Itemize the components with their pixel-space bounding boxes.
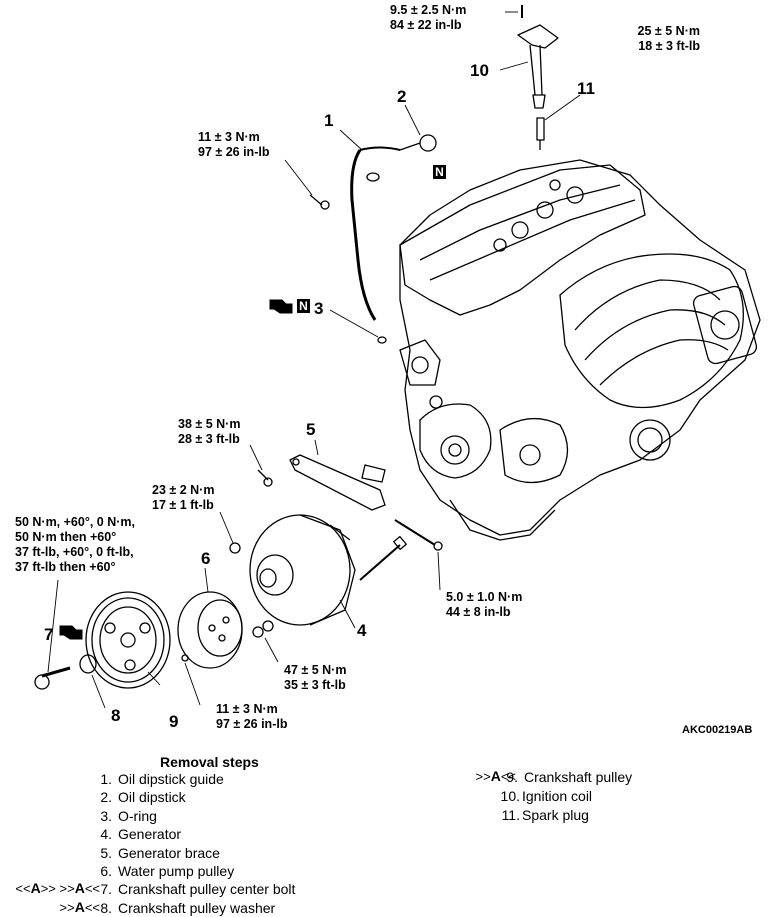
torque-label-water-pump-pulley-bolt: 11 ± 3 N·m 97 ± 26 in-lb <box>216 702 287 732</box>
torque-metric: 11 ± 3 N·m <box>198 130 260 144</box>
callout-2: 2 <box>397 87 407 106</box>
valve-cover <box>399 164 646 316</box>
callout-3: 3 <box>314 299 324 318</box>
removal-steps-title: Removal steps <box>160 754 259 770</box>
generator-brace <box>289 454 386 511</box>
procedure-mark: >>A<< <box>59 899 101 915</box>
torque-metric: 9.5 ± 2.5 N·m <box>390 3 467 17</box>
removal-step: 3.O-ring <box>100 808 157 824</box>
torque-imperial: 17 ± 1 ft-lb <box>152 498 214 512</box>
dipstick <box>399 142 421 151</box>
callout-4: 4 <box>357 621 367 640</box>
torque-imperial: 28 ± 3 ft-lb <box>178 432 240 446</box>
torque-metric: 25 ± 5 N·m <box>637 24 700 38</box>
intake-manifold <box>559 253 744 409</box>
torque-imperial: 97 ± 26 in-lb <box>198 145 270 159</box>
removal-step: 10.Ignition coil <box>500 788 593 804</box>
engine-illustration <box>34 5 761 709</box>
callout-1: 1 <box>324 111 334 130</box>
torque-metric: 38 ± 5 N·m <box>178 417 241 431</box>
callout-5: 5 <box>306 420 316 439</box>
torque-label-generator-bolt: 5.0 ± 1.0 N·m 44 ± 8 in-lb <box>446 590 522 620</box>
torque-line: 50 N·m then +60° <box>15 530 117 544</box>
torque-metric: 47 ± 5 N·m <box>284 663 347 677</box>
callout-8: 8 <box>111 706 121 725</box>
removal-step: 9.Crankshaft pulley <box>506 769 633 785</box>
torque-imperial: 44 ± 8 in-lb <box>446 605 511 619</box>
crankshaft-pulley <box>85 591 171 689</box>
removal-step: 6.Water pump pulley <box>100 863 235 879</box>
engine-block <box>399 159 761 536</box>
torque-imperial: 97 ± 26 in-lb <box>216 717 288 731</box>
callout-11: 11 <box>577 79 595 98</box>
removal-step: 2.Oil dipstick <box>100 789 186 805</box>
torque-label-spark-plug: 25 ± 5 N·m 18 ± 3 ft-lb <box>612 24 700 54</box>
removal-step: 8.Crankshaft pulley washer <box>100 900 276 916</box>
torque-imperial: 35 ± 3 ft-lb <box>284 678 346 692</box>
crankshaft-pulley-center-bolt <box>41 666 71 678</box>
callout-6: 6 <box>201 549 211 568</box>
torque-line: 37 ft-lb then +60° <box>15 560 116 574</box>
removal-step: 4.Generator <box>100 826 182 842</box>
torque-label-center-bolt: 50 N·m, +60°, 0 N·m, 50 N·m then +60° 37… <box>15 515 135 575</box>
callout-7: 7 <box>44 625 54 644</box>
removal-step: 7.Crankshaft pulley center bolt <box>100 881 296 897</box>
torque-metric: 5.0 ± 1.0 N·m <box>446 590 523 604</box>
torque-label-generator-nut: 23 ± 2 N·m 17 ± 1 ft-lb <box>152 483 214 513</box>
removal-step: 1.Oil dipstick guide <box>100 771 224 787</box>
callout-9: 9 <box>169 712 179 731</box>
torque-label-generator-lower-nut: 47 ± 5 N·m 35 ± 3 ft-lb <box>284 663 346 693</box>
figure-code: AKC00219AB <box>682 724 753 736</box>
torque-label-dipstick-guide-bolt: 11 ± 3 N·m 97 ± 26 in-lb <box>198 130 269 160</box>
torque-label-brace-bolt: 38 ± 5 N·m 28 ± 3 ft-lb <box>178 417 240 447</box>
torque-metric: 11 ± 3 N·m <box>216 702 278 716</box>
ignition-coil <box>517 24 559 49</box>
torque-line: 37 ft-lb, +60°, 0 ft-lb, <box>15 545 134 559</box>
new-part-marker: N <box>297 299 310 313</box>
torque-metric: 23 ± 2 N·m <box>152 483 215 497</box>
new-part-marker: N <box>433 165 446 179</box>
spark-plug <box>536 117 545 141</box>
removal-step: 5.Generator brace <box>100 845 220 861</box>
torque-imperial: 84 ± 22 in-lb <box>390 18 462 32</box>
torque-imperial: 18 ± 3 ft-lb <box>638 39 700 53</box>
dipstick-guide <box>350 149 377 321</box>
torque-label-ignition-coil-bolt: 9.5 ± 2.5 N·m 84 ± 22 in-lb <box>390 3 466 33</box>
procedure-mark: >>A<< <box>475 768 517 784</box>
removal-step: 11.Spark plug <box>501 807 589 823</box>
procedure-mark: <<A>> >>A<< <box>15 880 100 896</box>
callout-10: 10 <box>470 61 489 80</box>
torque-line: 50 N·m, +60°, 0 N·m, <box>15 515 135 529</box>
crankshaft-pulley-washer <box>79 654 97 674</box>
